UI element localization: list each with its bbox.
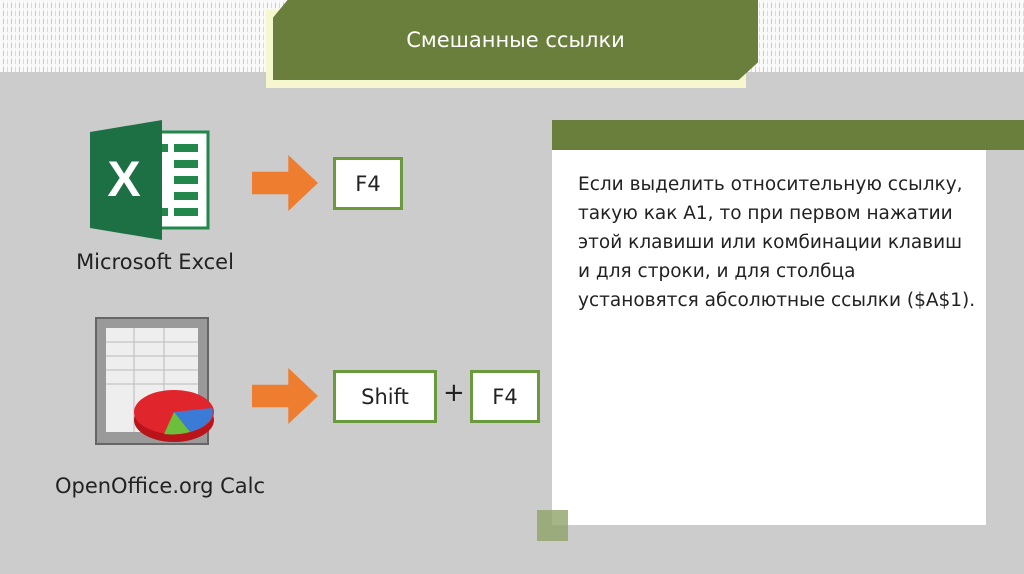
calc-label: OpenOffice.org Calc [54, 474, 266, 498]
description-text: Если выделить относительную ссылку, таку… [578, 174, 976, 311]
openoffice-calc-icon [95, 317, 214, 445]
arrow-right-icon [252, 155, 318, 211]
decorative-square [537, 510, 568, 541]
panel-header-bar [552, 120, 1024, 150]
excel-label: Microsoft Excel [76, 250, 234, 274]
arrow-right-icon [252, 368, 318, 424]
key-f4: F4 [333, 157, 403, 210]
plus-sign: + [443, 378, 465, 408]
key-shift: Shift [333, 370, 437, 423]
svg-text:X: X [107, 151, 140, 207]
slide-title: Смешанные ссылки [273, 0, 758, 80]
description-panel [552, 150, 986, 525]
key-f4: F4 [470, 370, 540, 423]
excel-icon: X [90, 120, 210, 240]
